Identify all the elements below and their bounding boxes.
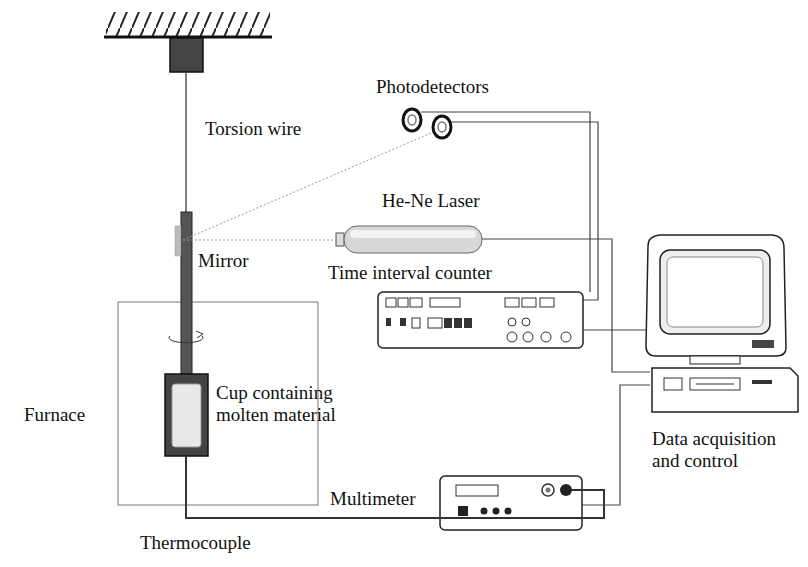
furnace — [118, 302, 318, 505]
rotation-arrowhead — [196, 331, 203, 338]
reflected-beam — [183, 130, 438, 240]
counter-wire — [583, 329, 650, 330]
thermocouple-wire — [186, 456, 604, 518]
laser-beam — [183, 240, 336, 241]
torsion-wire — [185, 72, 187, 212]
part-label: Data acquisition and control — [652, 428, 802, 472]
part-label: Mirror — [198, 250, 288, 272]
part-label: Time interval counter — [328, 262, 558, 284]
part-label: Photodetectors — [376, 76, 536, 98]
part-label: Furnace — [24, 404, 114, 426]
multimeter — [440, 476, 582, 530]
part-label: Multimeter — [330, 488, 435, 510]
photodetector — [403, 109, 421, 131]
ceiling-hatch — [106, 12, 270, 36]
part-label: Torsion wire — [205, 118, 365, 140]
cup — [165, 374, 208, 456]
multimeter-wire — [582, 385, 650, 505]
computer — [646, 235, 798, 412]
molten-material — [172, 384, 201, 447]
wire-clamp — [170, 38, 203, 72]
part-label: Thermocouple — [140, 532, 300, 554]
laser-tube — [336, 226, 482, 253]
photodetector — [433, 116, 451, 138]
part-label: Cup containing molten material — [216, 382, 336, 426]
mirror — [175, 226, 181, 256]
time-interval-counter — [378, 292, 583, 348]
part-label: He-Ne Laser — [382, 190, 522, 212]
